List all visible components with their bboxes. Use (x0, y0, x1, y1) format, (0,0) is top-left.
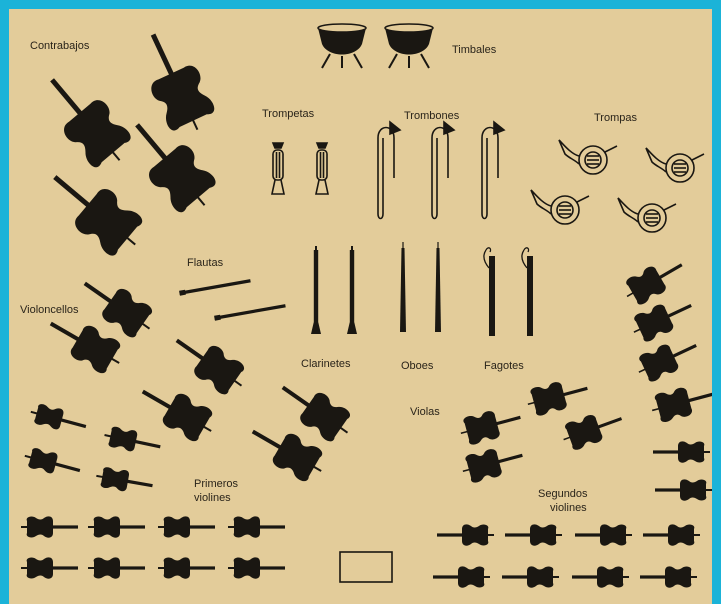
label-oboes: Oboes (401, 360, 433, 373)
label-clarinetes: Clarinetes (301, 358, 351, 371)
label-violines-2: violines (550, 502, 587, 515)
label-trombones: Trombones (404, 110, 459, 123)
conductor-podium (340, 552, 392, 582)
label-flautas: Flautas (187, 257, 223, 270)
label-primeros: Primeros (194, 478, 238, 491)
label-fagotes: Fagotes (484, 360, 524, 373)
diagram-frame: Contrabajos Timbales Trompetas Trombones… (9, 9, 712, 604)
label-violas: Violas (410, 406, 440, 419)
label-trompas: Trompas (594, 112, 637, 125)
label-violoncellos: Violoncellos (20, 304, 79, 317)
orchestra-seating-diagram: Contrabajos Timbales Trompetas Trombones… (9, 9, 712, 604)
label-contrabajos: Contrabajos (30, 40, 89, 53)
label-trompetas: Trompetas (262, 108, 314, 121)
instrument-drawings (9, 9, 712, 604)
label-timbales: Timbales (452, 44, 496, 57)
label-segundos: Segundos (538, 488, 588, 501)
label-violines-1: violines (194, 492, 231, 505)
